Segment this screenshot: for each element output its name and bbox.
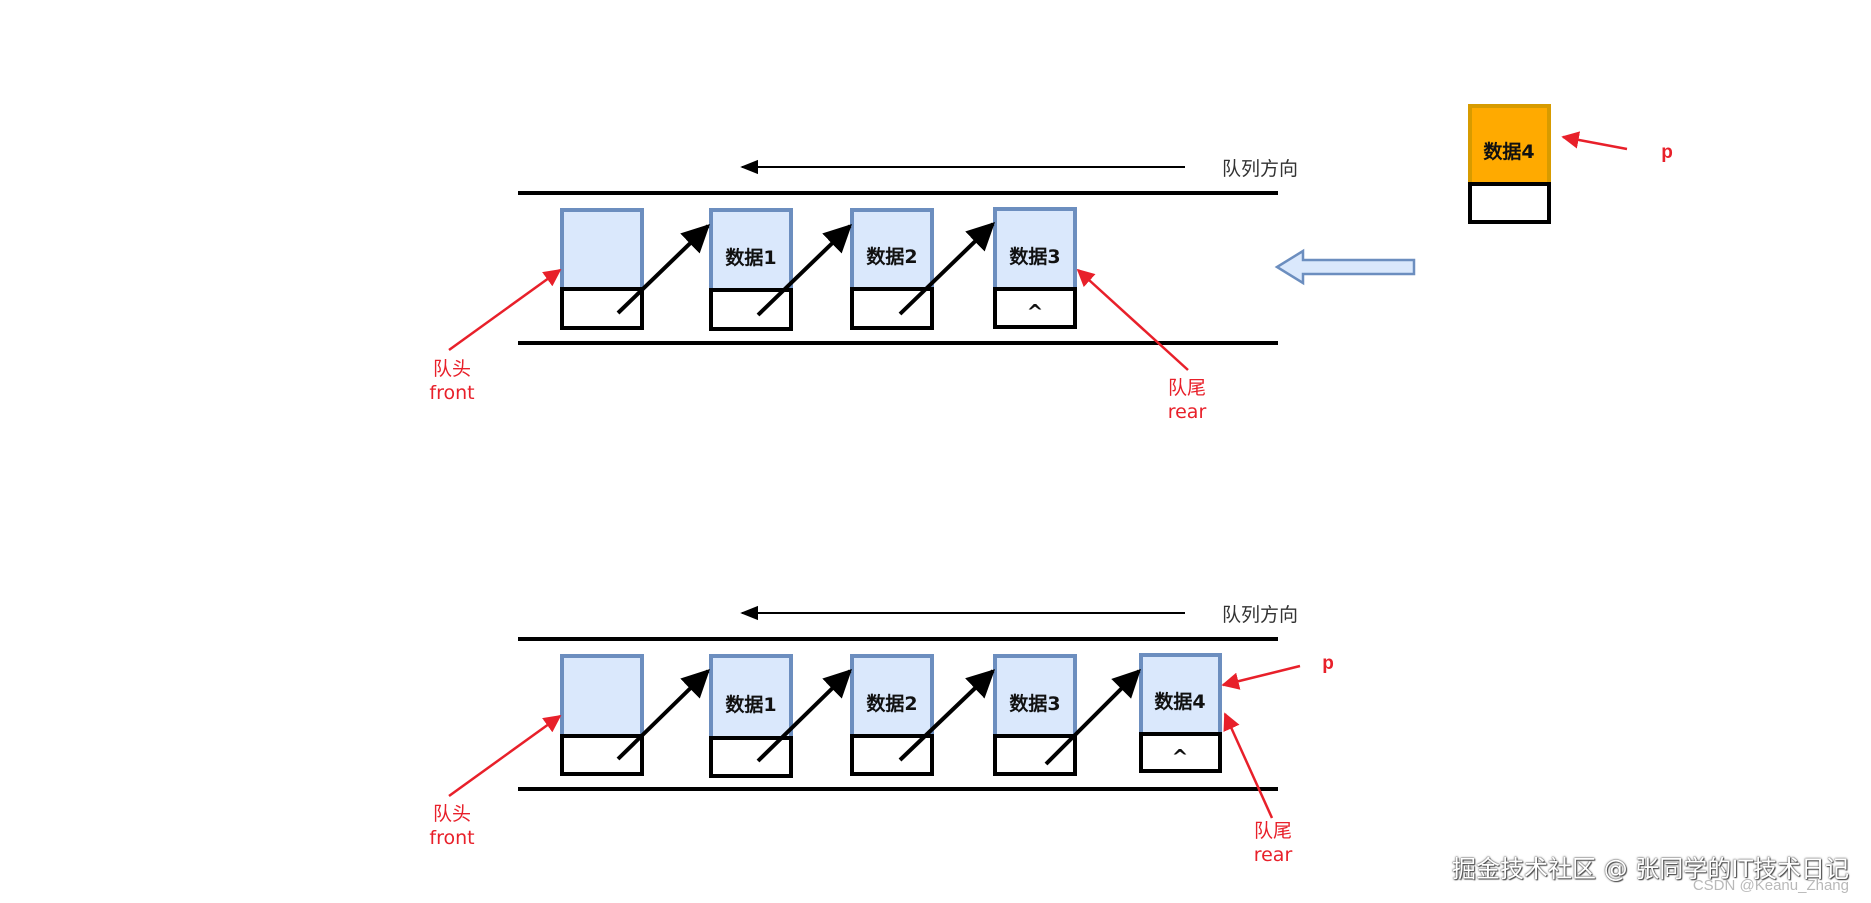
- p-pointer-label: p: [1322, 653, 1334, 674]
- node-data-cell: [560, 208, 644, 291]
- rear-pointer-arrow: [1076, 268, 1189, 371]
- bottom-queue-node-1: 数据1: [709, 654, 793, 778]
- node-next-cell: [1139, 732, 1222, 773]
- front-label-en: front: [429, 827, 474, 849]
- rear-label-en: rear: [1168, 401, 1207, 423]
- rear-pointer-arrow: [1223, 712, 1274, 819]
- front-pointer-arrow: [448, 268, 562, 352]
- top-queue: 队列方向 数据1 数据2 数据3 ^: [429, 158, 1298, 423]
- next-link-arrow: [756, 224, 853, 317]
- watermark-main: 掘金技术社区 @ 张同学的IT技术日记: [1452, 855, 1849, 883]
- node-data-cell: [709, 654, 793, 740]
- front-pointer-arrow: [448, 714, 562, 798]
- rear-label-en: rear: [1254, 844, 1293, 866]
- new-node: 数据4 p: [1468, 104, 1673, 224]
- node-next-cell: [850, 734, 934, 776]
- null-pointer-symbol: ^: [1172, 745, 1189, 769]
- next-link-arrow: [898, 669, 996, 762]
- top-direction-label: 队列方向: [1222, 158, 1298, 180]
- node-data-cell: [709, 208, 793, 292]
- front-label-cn: 队头: [433, 803, 471, 825]
- node-data-label: 数据3: [1009, 245, 1060, 268]
- bottom-queue-node-3: 数据3: [993, 654, 1077, 776]
- front-label-en: front: [429, 382, 474, 404]
- watermark-sub: CSDN @Keanu_Zhang: [1692, 877, 1849, 894]
- node-data-label: 数据1: [725, 693, 776, 716]
- node-data-label: 数据1: [725, 246, 776, 269]
- node-data-label: 数据3: [1009, 692, 1060, 715]
- bottom-queue-node-head: [560, 654, 644, 776]
- top-queue-node-2: 数据2: [850, 208, 934, 330]
- top-queue-node-head: [560, 208, 644, 330]
- p-pointer-arrow: [1561, 131, 1628, 151]
- node-data-label: 数据2: [866, 692, 917, 715]
- node-next-cell: [993, 734, 1077, 776]
- next-link-arrow: [1044, 669, 1141, 766]
- new-node-data-label: 数据4: [1483, 140, 1534, 163]
- bottom-queue-node-2: 数据2: [850, 654, 934, 776]
- next-link-arrow: [616, 669, 711, 761]
- node-next-cell: [560, 734, 644, 776]
- bottom-queue: 队列方向 数据1 数据2 数据3 数据4: [429, 604, 1333, 866]
- node-data-cell: [560, 654, 644, 738]
- front-label-cn: 队头: [433, 358, 471, 380]
- new-node-data-cell: [1468, 104, 1551, 186]
- rear-label-cn: 队尾: [1254, 820, 1292, 842]
- node-data-label: 数据2: [866, 245, 917, 268]
- top-queue-node-1: 数据1: [709, 208, 793, 331]
- top-queue-node-3: 数据3 ^: [993, 207, 1077, 329]
- new-node-next-cell: [1468, 182, 1551, 224]
- p-pointer-label: p: [1661, 142, 1673, 163]
- null-pointer-symbol: ^: [1027, 300, 1044, 324]
- node-data-label: 数据4: [1154, 690, 1205, 713]
- enqueue-hollow-arrow: [1274, 248, 1416, 286]
- next-link-arrow: [756, 669, 853, 763]
- node-next-cell: [709, 736, 793, 778]
- bottom-queue-node-4: 数据4 ^: [1139, 653, 1222, 773]
- next-link-arrow: [898, 222, 996, 316]
- rear-label-cn: 队尾: [1168, 377, 1206, 399]
- bottom-direction-label: 队列方向: [1222, 604, 1298, 626]
- node-data-cell: [1139, 653, 1222, 736]
- next-link-arrow: [616, 224, 711, 315]
- p-pointer-arrow: [1221, 664, 1301, 690]
- node-next-cell: [560, 287, 644, 330]
- node-next-cell: [993, 287, 1077, 329]
